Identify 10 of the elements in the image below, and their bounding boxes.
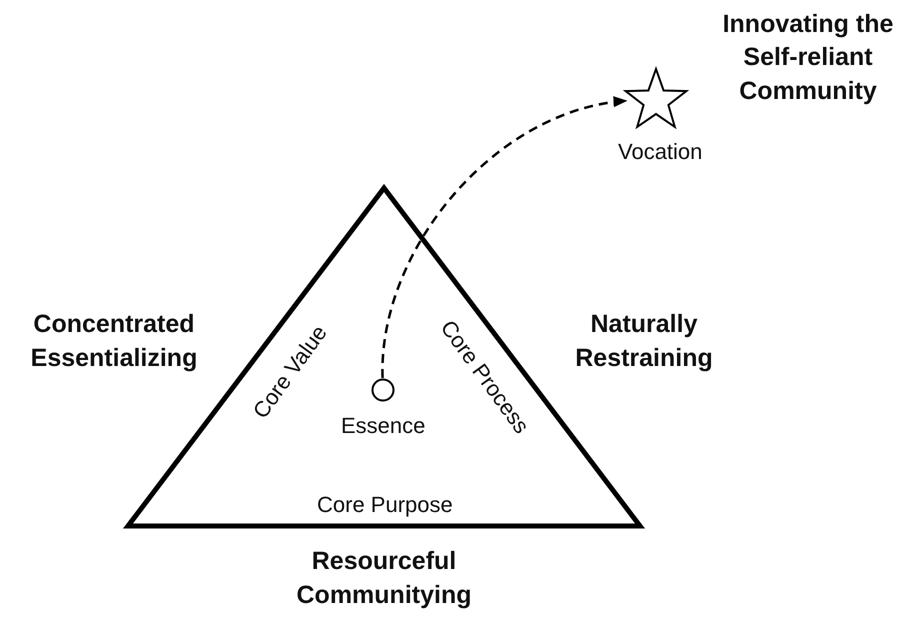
heading-text: Innovating the Self-reliant Community [722, 8, 894, 107]
side-label: Core Purpose [317, 492, 453, 518]
side-title: Concentrated Essentializing [30, 309, 198, 374]
side-title: Resourceful Communitying [296, 546, 472, 611]
node-caption: Essence [341, 413, 426, 439]
arrow [381, 97, 628, 378]
side-title: Naturally Restraining [574, 309, 714, 374]
star-icon [622, 66, 690, 132]
circle-node [371, 378, 395, 402]
node-caption: Vocation [618, 139, 702, 165]
